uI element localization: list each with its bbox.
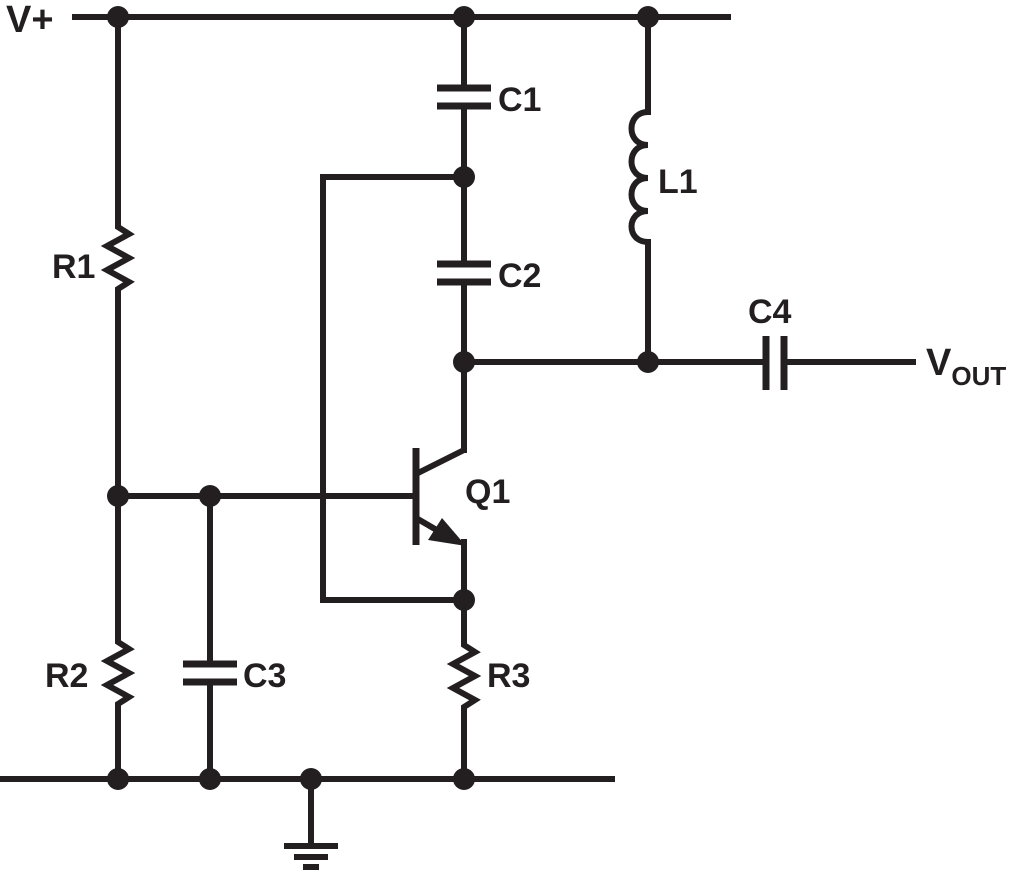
junction-dot bbox=[453, 589, 475, 611]
junction-dots bbox=[107, 6, 659, 790]
resistor-r3 bbox=[446, 597, 482, 782]
c3-label: C3 bbox=[243, 657, 286, 695]
resistor-r1 bbox=[100, 223, 136, 295]
inductor-l1 bbox=[628, 14, 651, 365]
r3-label: R3 bbox=[487, 657, 530, 695]
junction-dot bbox=[107, 6, 129, 28]
junction-dot bbox=[300, 768, 322, 790]
capacitor-c3 bbox=[183, 493, 237, 782]
junction-dot bbox=[453, 768, 475, 790]
capacitor-c1 bbox=[437, 14, 491, 180]
junction-dot bbox=[637, 6, 659, 28]
c4-label: C4 bbox=[748, 293, 792, 331]
transistor-q1 bbox=[412, 359, 467, 603]
r1-label: R1 bbox=[52, 248, 95, 286]
junction-dot bbox=[453, 351, 475, 373]
c2-label: C2 bbox=[498, 257, 541, 295]
r2-label: R2 bbox=[45, 657, 88, 695]
capacitor-c4 bbox=[762, 336, 916, 390]
c1-label: C1 bbox=[498, 81, 541, 119]
vout-main: V bbox=[926, 342, 952, 384]
junction-dot bbox=[453, 166, 475, 188]
capacitor-c2 bbox=[437, 174, 491, 365]
q1-label: Q1 bbox=[465, 473, 510, 511]
junction-dot bbox=[107, 485, 129, 507]
vout-subscript: OUT bbox=[951, 361, 1006, 391]
ground-symbol bbox=[284, 776, 338, 870]
junction-dot bbox=[453, 6, 475, 28]
junction-dot bbox=[199, 768, 221, 790]
vplus-label: V+ bbox=[6, 0, 54, 41]
vout-label: VOUT bbox=[926, 342, 1006, 391]
junction-dot bbox=[637, 351, 659, 373]
junction-dot bbox=[107, 768, 129, 790]
resistor-r2 bbox=[100, 638, 136, 710]
feedback-wire bbox=[320, 174, 467, 603]
l1-label: L1 bbox=[658, 163, 698, 201]
junction-dot bbox=[199, 485, 221, 507]
